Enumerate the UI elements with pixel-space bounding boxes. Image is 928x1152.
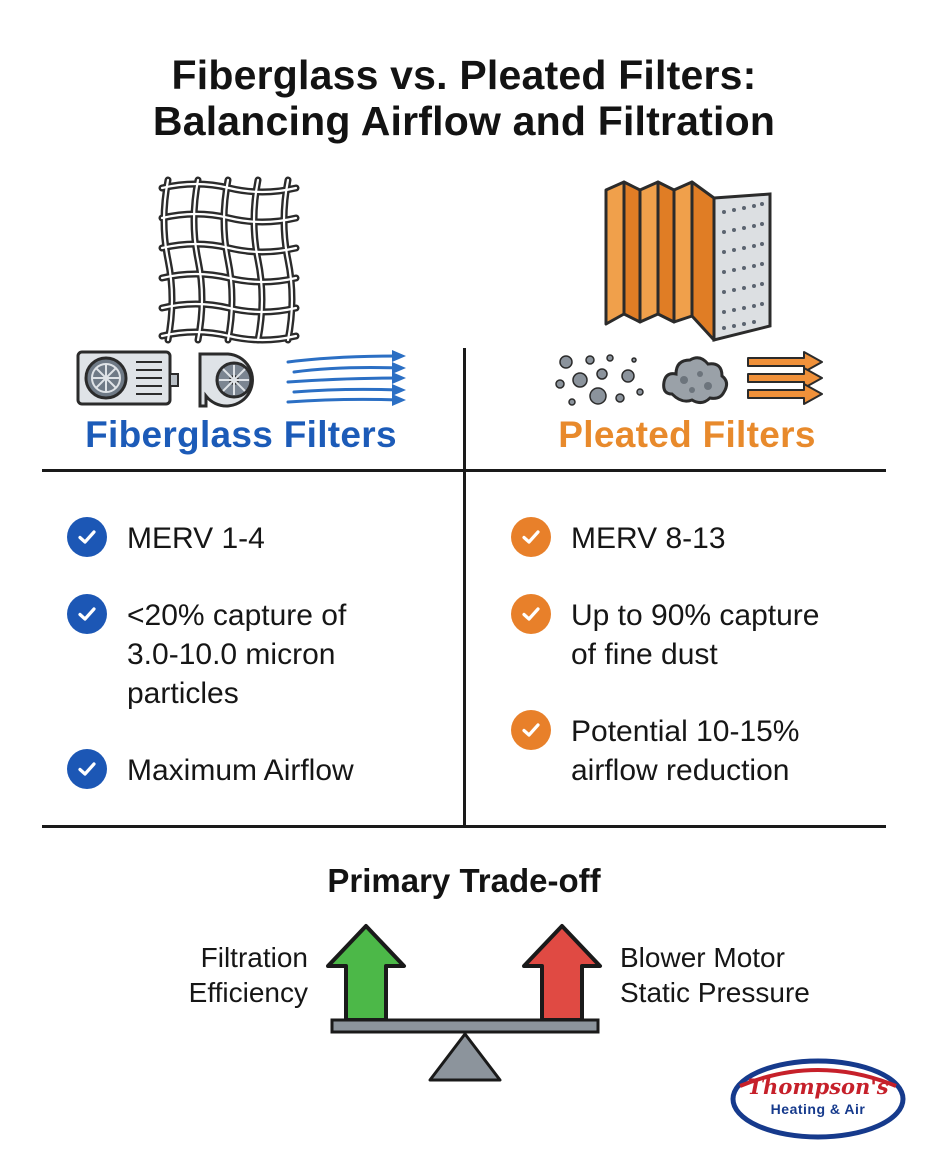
fiberglass-item-capture: <20% capture of 3.0-10.0 micron particle…	[67, 594, 347, 713]
section-divider	[42, 825, 886, 828]
header-divider	[42, 469, 886, 472]
airflow-arrows-icon	[286, 350, 406, 406]
fulcrum-icon	[428, 1032, 502, 1082]
tradeoff-title: Primary Trade-off	[327, 862, 601, 899]
pleated-item-text: MERV 8-13	[571, 522, 726, 555]
static-pressure-label: Blower Motor Static Pressure	[620, 942, 810, 1008]
ac-unit-icon	[76, 350, 179, 406]
company-logo: Thompson's Heating & Air	[730, 1058, 906, 1140]
fiberglass-item-merv: MERV 1-4	[67, 517, 265, 558]
column-divider	[463, 348, 466, 826]
check-icon	[511, 517, 551, 557]
check-icon	[67, 517, 107, 557]
fiberglass-item-text: <20% capture of 3.0-10.0 micron particle…	[127, 599, 347, 710]
pleated-item-merv: MERV 8-13	[511, 517, 726, 558]
title-line-1: Fiberglass vs. Pleated Filters:	[171, 52, 757, 98]
fiberglass-item-text: MERV 1-4	[127, 522, 265, 555]
title-line-2: Balancing Airflow and Filtration	[152, 98, 776, 144]
check-icon	[67, 749, 107, 789]
check-icon	[511, 594, 551, 634]
logo-tagline: Heating & Air	[770, 1101, 866, 1117]
fiberglass-item-airflow: Maximum Airflow	[67, 749, 354, 790]
dust-particles-icon	[555, 354, 644, 406]
mesh-icon	[158, 176, 300, 344]
up-arrow-green-icon	[326, 924, 406, 1022]
check-icon	[511, 710, 551, 750]
seesaw-balance-icon	[326, 924, 602, 1082]
page-title: Fiberglass vs. Pleated Filters: Balancin…	[0, 52, 928, 144]
dust-cloud-icon	[662, 356, 729, 405]
check-icon	[67, 594, 107, 634]
pleated-item-text: Up to 90% capture of fine dust	[571, 599, 820, 671]
pleated-item-airflow: Potential 10-15% airflow reduction	[511, 710, 800, 790]
filtration-efficiency-label: Filtration Efficiency	[188, 942, 308, 1008]
up-arrow-red-icon	[522, 924, 602, 1022]
fiberglass-heading: Fiberglass Filters	[85, 414, 397, 455]
pleated-filter-icon	[604, 180, 772, 342]
logo-name: Thompson's	[747, 1074, 889, 1099]
pleated-item-text: Potential 10-15% airflow reduction	[571, 715, 800, 787]
fiberglass-item-text: Maximum Airflow	[127, 754, 354, 787]
reduced-airflow-arrows-icon	[747, 351, 823, 405]
blower-fan-icon	[198, 352, 254, 408]
pleated-heading: Pleated Filters	[558, 414, 816, 455]
pleated-item-capture: Up to 90% capture of fine dust	[511, 594, 820, 674]
